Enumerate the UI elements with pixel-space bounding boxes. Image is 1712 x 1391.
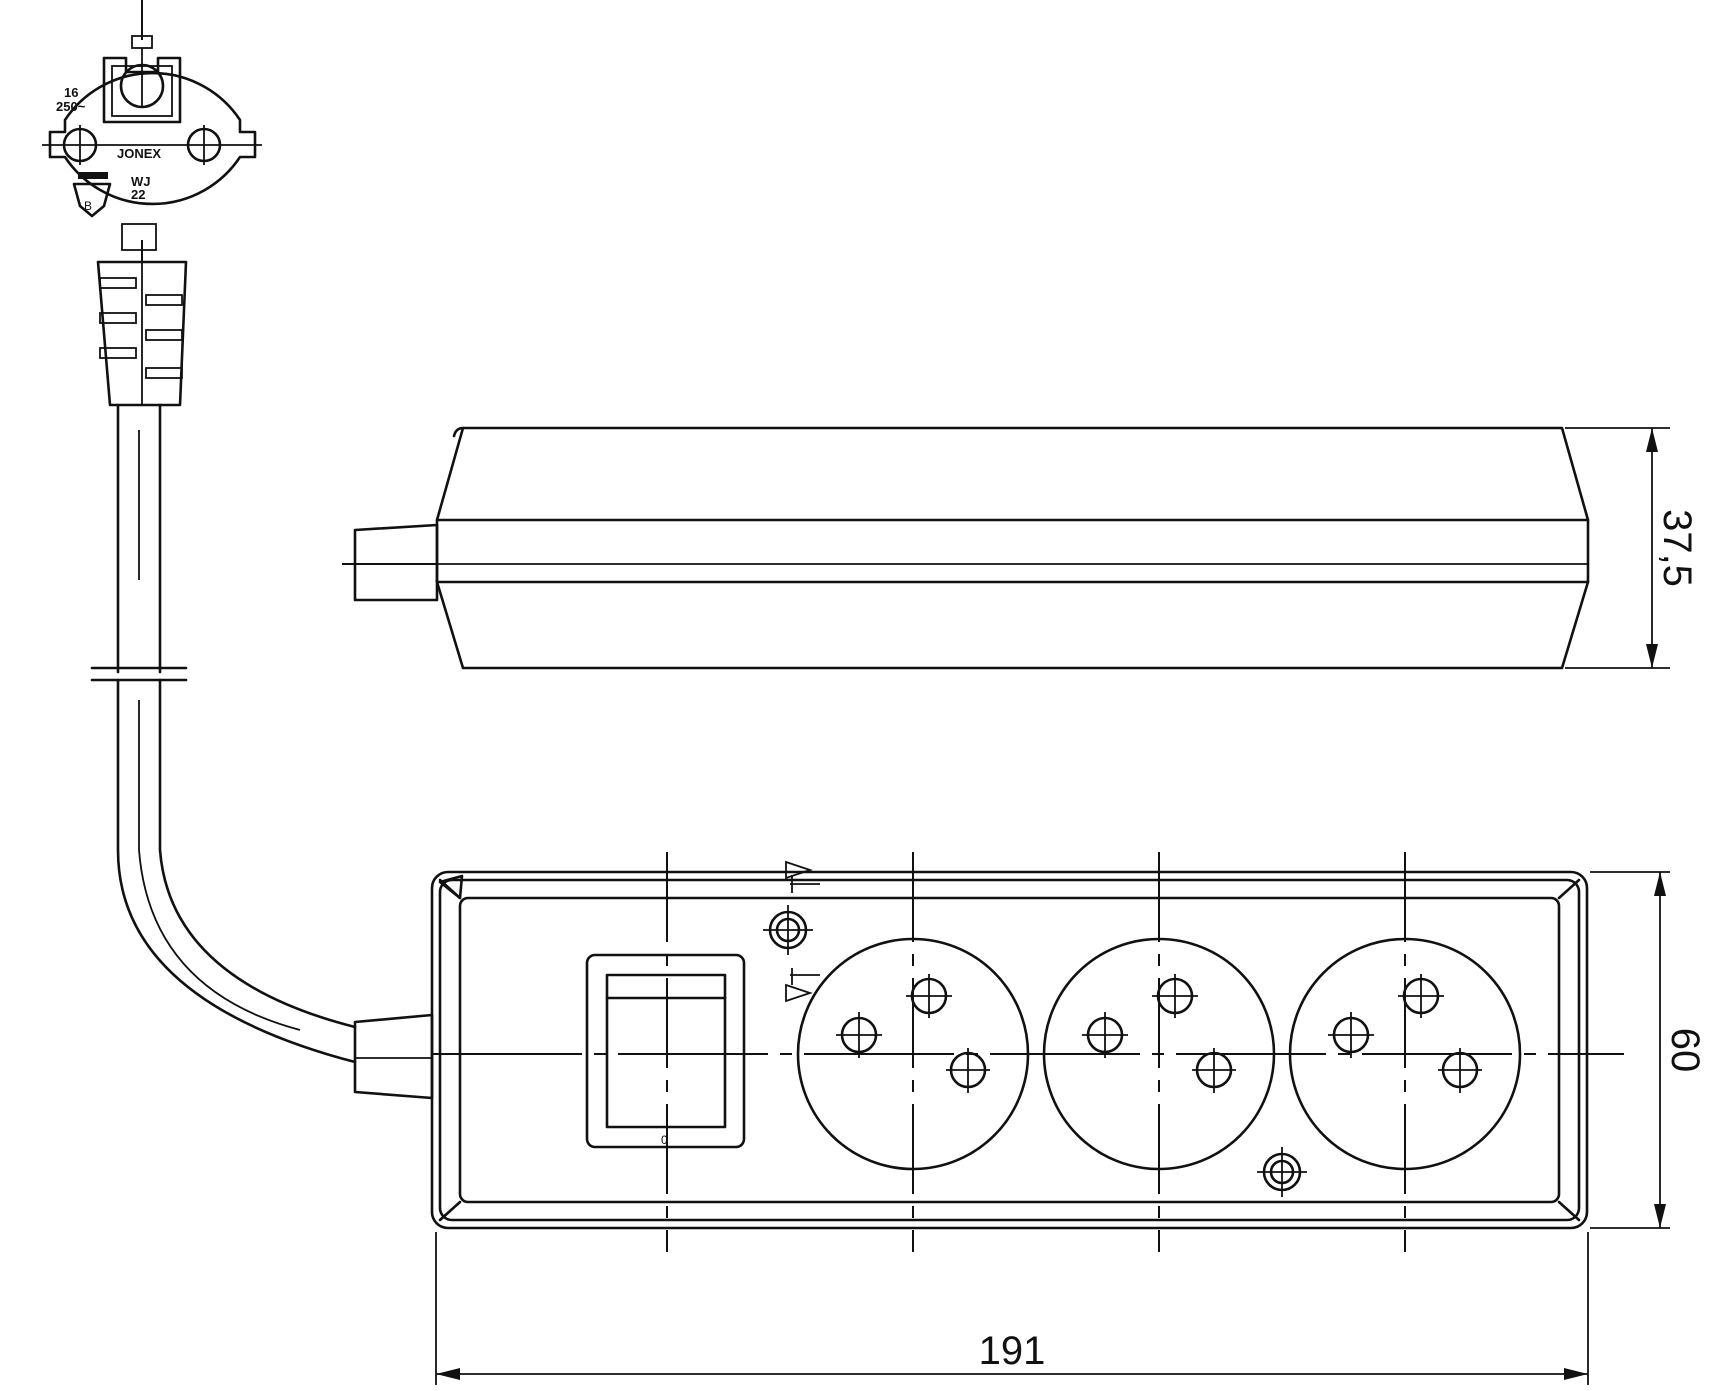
length-dimension-label: 191	[979, 1329, 1046, 1373]
power-switch[interactable]: 0	[585, 953, 746, 1149]
certification-mark-icon: B	[72, 172, 112, 218]
plug-code-top: WJ	[131, 174, 151, 189]
plug-code-bottom: 22	[131, 187, 145, 202]
plug-rating-top: 16	[64, 85, 78, 100]
plug-brand-label: JONEX	[117, 146, 161, 161]
plug-strain-relief	[96, 260, 188, 407]
switch-off-label: 0	[661, 1133, 668, 1147]
width-dimension-label: 60	[1663, 1028, 1707, 1073]
mounting-hole-top	[763, 905, 813, 955]
top-view: 0	[430, 852, 1707, 1385]
plug-face-view: 16 250~ JONEX WJ 22 B	[42, 0, 262, 262]
svg-text:B: B	[84, 199, 92, 213]
section-marker-arrows	[785, 860, 820, 1003]
mounting-hole-bottom	[1257, 1147, 1307, 1197]
plug-rating-bottom: 250~	[56, 99, 86, 114]
height-dimension-label: 37,5	[1655, 509, 1699, 587]
power-cable	[90, 403, 434, 1100]
side-view: 37,5	[342, 426, 1699, 670]
